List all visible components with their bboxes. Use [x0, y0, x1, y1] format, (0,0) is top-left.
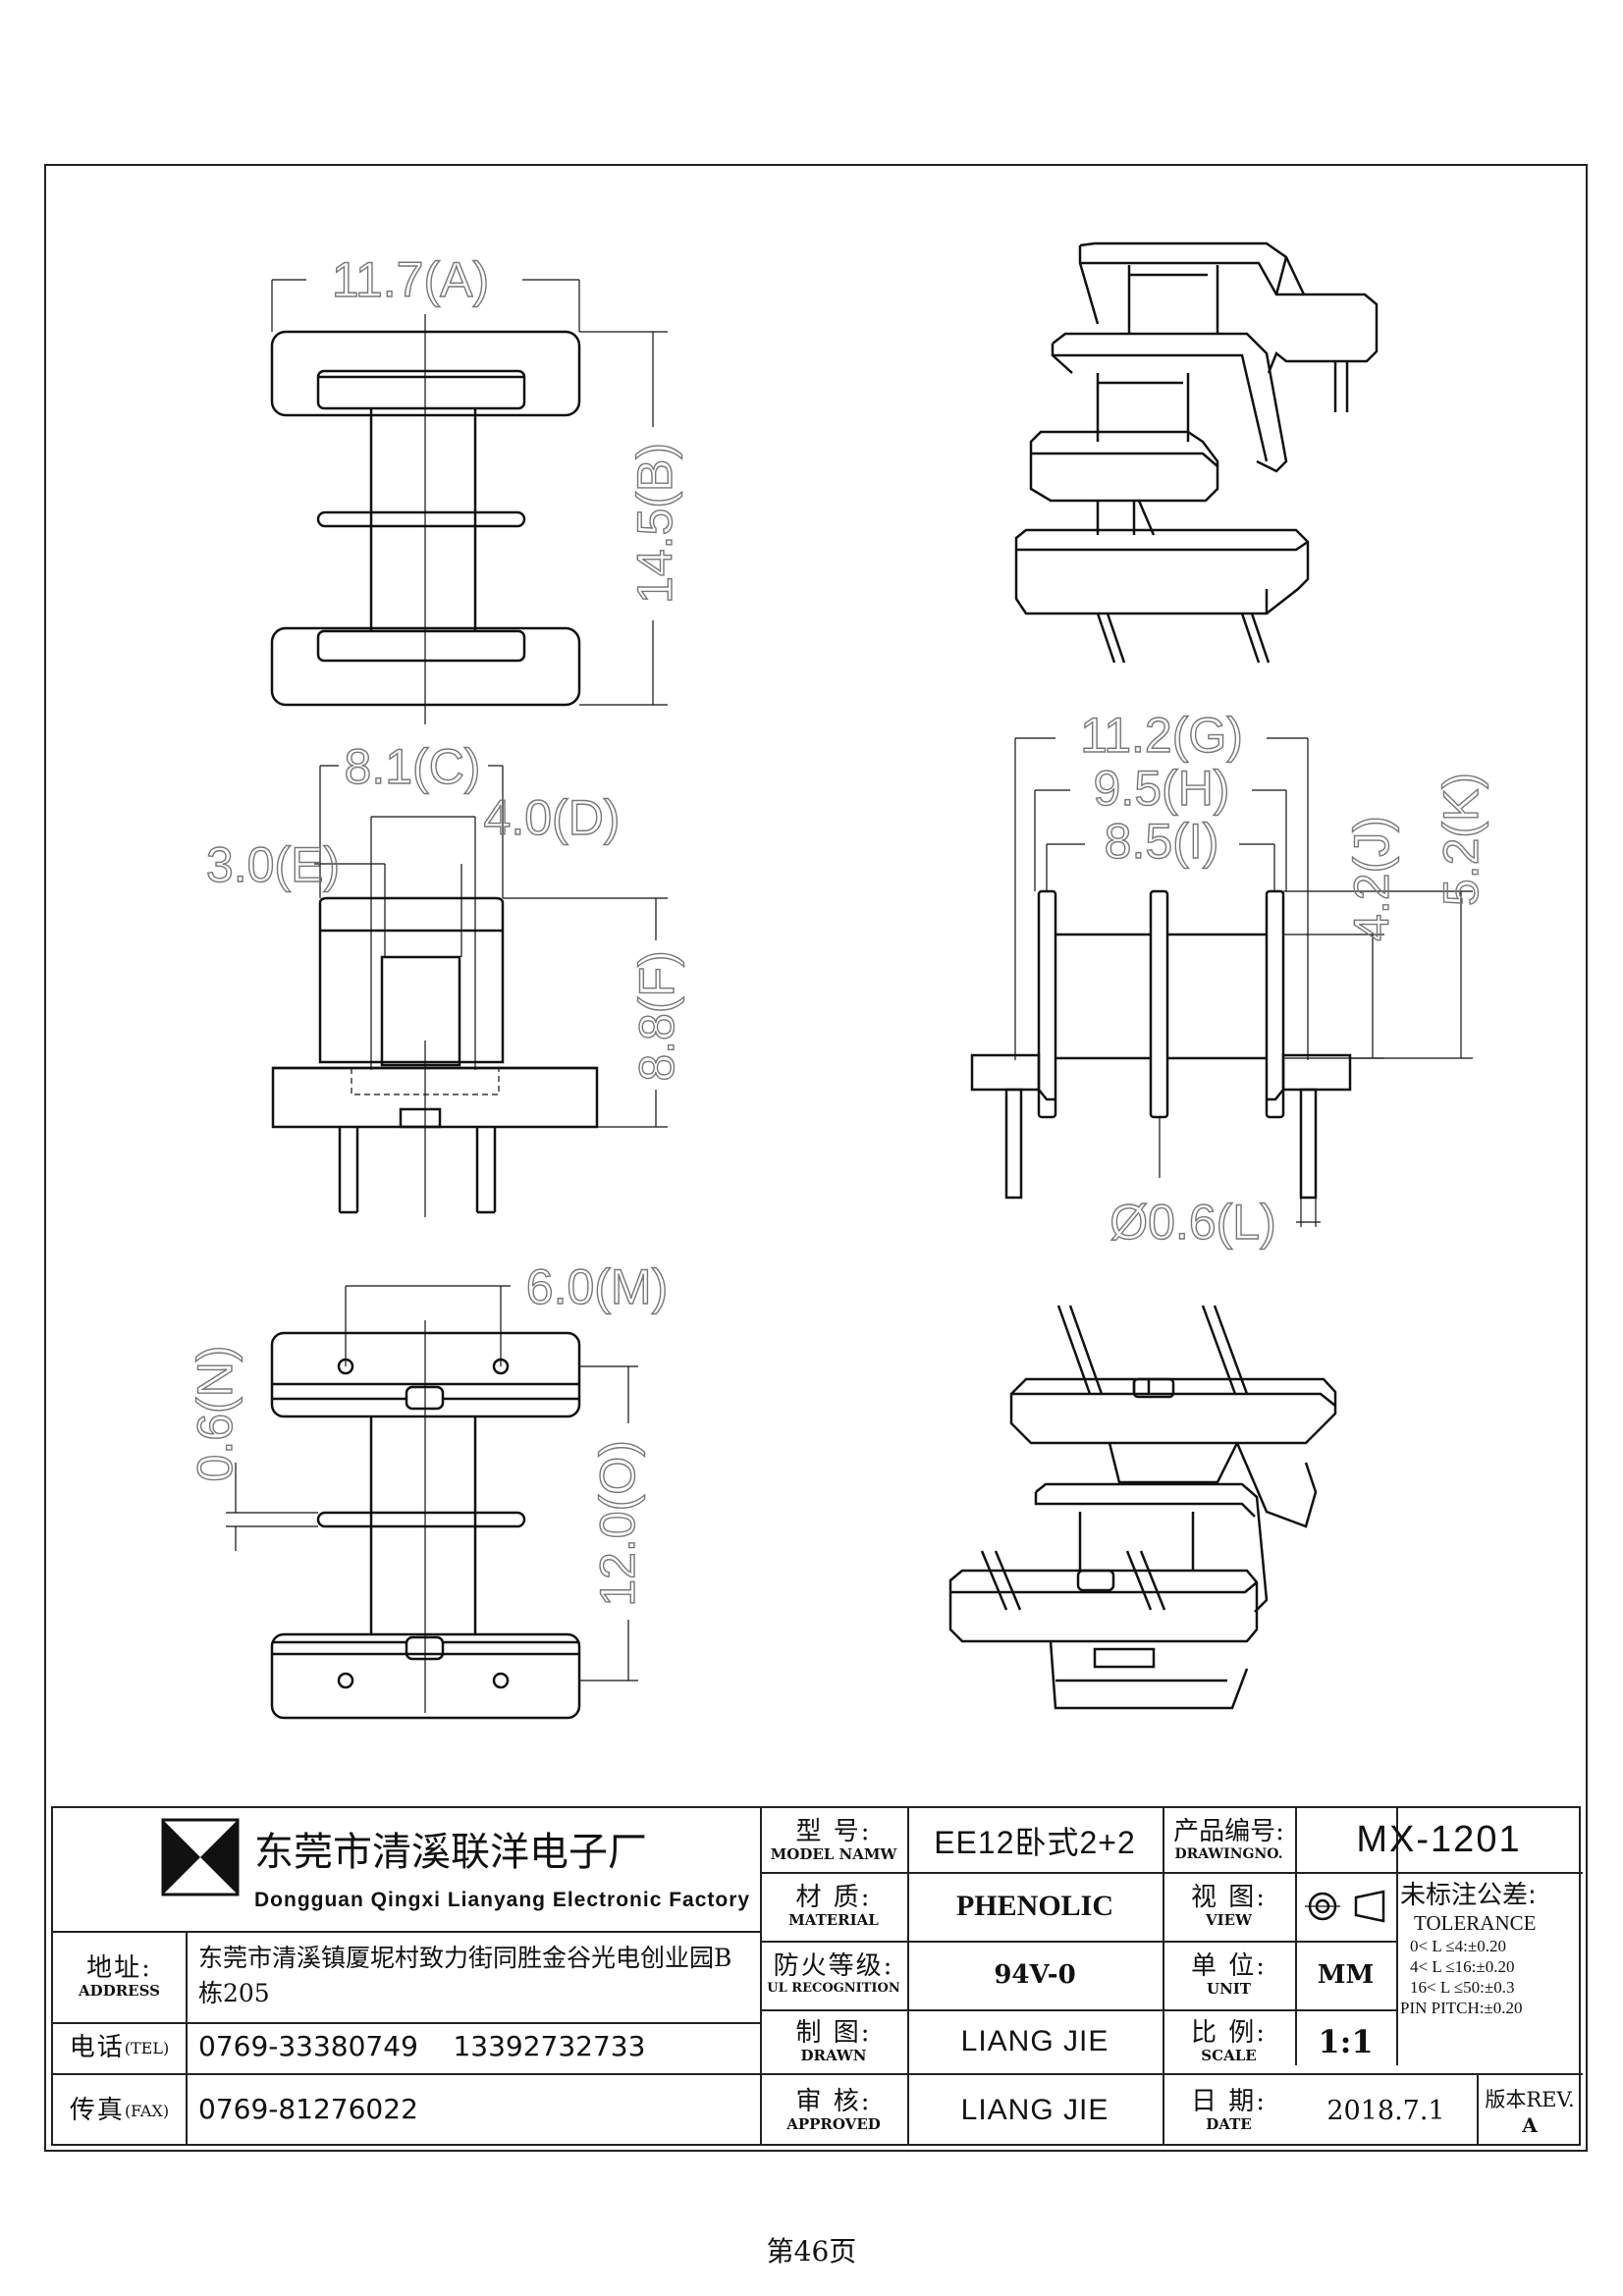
top-pin-view	[970, 889, 1352, 1200]
address-label-en: ADDRESS	[79, 1981, 160, 2000]
drawingno-label-en: DRAWINGNO.	[1174, 1845, 1283, 1862]
date-label: 日 期: DATE	[1163, 2073, 1295, 2148]
drawingno-value: MX-1201	[1356, 1819, 1522, 1860]
dim-a-label: 11.7(A)	[332, 252, 489, 307]
view-symbol	[1295, 1872, 1396, 1941]
approved-label-zh: 审 核:	[795, 2087, 872, 2116]
unit-label: 单 位: UNIT	[1163, 1941, 1295, 2009]
dim-m-label: 6.0(M)	[526, 1259, 668, 1314]
dim-i-label: 8.5(I)	[1105, 814, 1219, 869]
approved-label: 审 核: APPROVED	[760, 2073, 907, 2148]
technical-drawing: 11.7(A) 14.5(B)	[187, 241, 1489, 1720]
company-name-zh: 东莞市清溪联洋电子厂	[254, 1830, 647, 1875]
tel-value: 0769-33380749 13392732733	[198, 2030, 646, 2062]
rev-label: 版本REV.	[1485, 2088, 1575, 2111]
company-header: 东莞市清溪联洋电子厂 Dongguan Qingxi Lianyang Elec…	[53, 1808, 760, 1931]
drawn-label-en: DRAWN	[800, 2046, 867, 2064]
company-logo	[161, 1818, 240, 1896]
tel-label: 电话(TEL)	[53, 2022, 186, 2073]
front-view	[270, 314, 581, 724]
company-name-en: Dongguan Qingxi Lianyang Electronic Fact…	[254, 1889, 751, 1911]
dim-e-label: 3.0(E)	[206, 837, 340, 892]
dim-g-label: 11.2(G)	[1080, 708, 1243, 763]
dim-c-label: 8.1(C)	[345, 739, 481, 794]
rev-value: A	[1522, 2113, 1538, 2137]
ul-label-en: UL RECOGNITION	[767, 1981, 900, 1996]
model-label-zh: 型 号:	[795, 1816, 872, 1846]
ul-label-zh: 防火等级:	[773, 1951, 894, 1981]
first-angle-projection-icon	[1304, 1890, 1384, 1923]
date-label-en: DATE	[1206, 2115, 1252, 2133]
model-label-en: MODEL NAMW	[770, 1844, 897, 1863]
tolerance-line: 4< L ≤16:±0.20	[1410, 1957, 1515, 1976]
drawn-label-zh: 制 图:	[795, 2017, 872, 2048]
model-label: 型 号: MODEL NAMW	[760, 1808, 907, 1872]
fax-value: 0769-81276022	[198, 2093, 418, 2125]
dim-m-n-o	[226, 1285, 638, 1682]
unit-label-en: UNIT	[1207, 1980, 1251, 1998]
dim-b-label: 14.5(B)	[627, 443, 682, 604]
view-label-en: VIEW	[1206, 1911, 1252, 1929]
dim-a-b	[271, 279, 668, 706]
isometric-top	[1014, 241, 1379, 664]
drawingno-label: 产品编号: DRAWINGNO.	[1163, 1808, 1295, 1872]
material-label: 材 质: MATERIAL	[760, 1872, 907, 1941]
approved-value: LIANG JIE	[960, 2094, 1109, 2126]
scale-label-zh: 比 例:	[1190, 2017, 1268, 2048]
fax-label: 传真(FAX)	[53, 2073, 186, 2148]
bottom-view	[270, 1320, 581, 1720]
dim-h-label: 9.5(H)	[1094, 761, 1230, 816]
material-label-zh: 材 质:	[795, 1883, 872, 1912]
tolerance-line: 0< L ≤4:±0.20	[1410, 1937, 1506, 1955]
tolerance-title-zh: 未标注公差:	[1400, 1881, 1537, 1910]
isometric-bottom	[948, 1305, 1337, 1710]
scale-label: 比 例: SCALE	[1163, 2009, 1295, 2073]
scale-value: 1:1	[1318, 2022, 1374, 2060]
fax-label-zh: 传真	[69, 2096, 125, 2125]
dim-g-h-i-j-k	[1014, 737, 1473, 1227]
tolerance-line: PIN PITCH:±0.20	[1400, 1999, 1523, 2017]
dim-f-label: 8.8(F)	[629, 950, 684, 1081]
title-block: 东莞市清溪联洋电子厂 Dongguan Qingxi Lianyang Elec…	[51, 1806, 1583, 2148]
fax-label-en: (FAX)	[124, 2101, 170, 2120]
unit-label-zh: 单 位:	[1190, 1951, 1268, 1981]
dim-c-d-e-f	[314, 765, 668, 1128]
view-label-zh: 视 图:	[1190, 1883, 1268, 1912]
tolerance-line: 16< L ≤50:±0.3	[1410, 1978, 1515, 1997]
date-value: 2018.7.1	[1326, 2095, 1445, 2126]
unit-value: MM	[1317, 1960, 1375, 1990]
dim-o-label: 12.0(O)	[590, 1440, 645, 1607]
view-label: 视 图: VIEW	[1163, 1872, 1295, 1941]
ul-label: 防火等级: UL RECOGNITION	[760, 1941, 907, 2009]
tolerance-block: 未标注公差: TOLERANCE 0< L ≤4:±0.20 4< L ≤16:…	[1400, 1875, 1581, 2018]
tel-label-en: (TEL)	[124, 2038, 170, 2057]
dim-j-label: 4.2(J)	[1344, 816, 1399, 941]
material-value: PHENOLIC	[955, 1890, 1114, 1922]
dim-n-label: 0.6(N)	[188, 1346, 243, 1482]
tel-label-zh: 电话	[69, 2033, 125, 2062]
tolerance-title-en: TOLERANCE	[1414, 1911, 1537, 1935]
date-label-zh: 日 期:	[1190, 2087, 1268, 2116]
address-value: 东莞市清溪镇厦坭村致力街同胜金谷光电创业园B栋205	[198, 1944, 732, 2007]
side-view	[271, 896, 599, 1217]
revision-cell: 版本REV. A	[1477, 2073, 1583, 2148]
material-label-en: MATERIAL	[788, 1911, 879, 1929]
drawn-value: LIANG JIE	[960, 2024, 1109, 2057]
ul-value: 94V-0	[994, 1960, 1076, 1990]
address-label: 地址: ADDRESS	[53, 1931, 186, 2022]
dim-k-label: 5.2(K)	[1434, 773, 1488, 906]
dim-l-label: Ø0.6(L)	[1109, 1195, 1276, 1250]
drawingno-label-zh: 产品编号:	[1173, 1816, 1284, 1846]
page-number: 第46页	[766, 2235, 857, 2268]
drawn-label: 制 图: DRAWN	[760, 2009, 907, 2073]
dim-d-label: 4.0(D)	[484, 790, 621, 845]
address-label-zh: 地址:	[86, 1952, 152, 1983]
model-value: EE12卧式2+2	[934, 1824, 1136, 1860]
scale-label-en: SCALE	[1201, 2046, 1257, 2064]
drawing-border	[44, 164, 1588, 2152]
approved-label-en: APPROVED	[786, 2115, 881, 2133]
